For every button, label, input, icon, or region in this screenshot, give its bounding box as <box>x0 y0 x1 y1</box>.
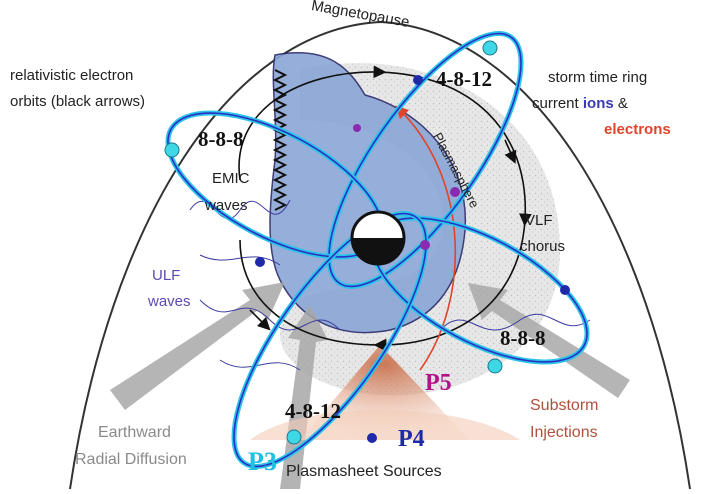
earthward-label-line2: Radial Diffusion <box>75 451 187 468</box>
storm-label-ions: ions <box>583 95 614 112</box>
probe-label-p3: P3 <box>248 447 277 476</box>
apogee-label-right: 8-8-8 <box>500 326 546 350</box>
magnetopause-label: Magnetopause <box>310 0 411 31</box>
ulf-label-line2: waves <box>147 293 191 310</box>
earth-icon <box>352 212 404 264</box>
storm-label-current: current <box>532 95 583 112</box>
earthward-label-line1: Earthward <box>98 424 171 441</box>
marker-cyan-right <box>488 359 502 373</box>
relativistic-label-line2: orbits (black arrows) <box>10 93 145 110</box>
marker-cyan-top <box>483 41 497 55</box>
marker-cyan-p3 <box>287 430 301 444</box>
emic-label-line2: waves <box>204 197 248 214</box>
storm-label-line1: storm time ring <box>548 69 647 86</box>
probe-label-p5: P5 <box>425 370 452 396</box>
ulf-label-line1: ULF <box>152 267 180 284</box>
vlf-label-line2: chorus <box>520 238 565 255</box>
marker-blue-2 <box>255 257 265 267</box>
marker-purple-2 <box>420 240 430 250</box>
storm-label-line2: current ions & <box>532 95 628 112</box>
marker-cyan-left <box>165 143 179 157</box>
marker-blue-4 <box>367 433 377 443</box>
relativistic-label-line1: relativistic electron <box>10 67 133 84</box>
marker-purple-3 <box>353 124 361 132</box>
storm-label-amp: & <box>614 95 628 112</box>
probe-label-p4: P4 <box>398 426 425 452</box>
marker-blue-1 <box>413 75 423 85</box>
apogee-label-bottom: 4-8-12 <box>285 399 341 423</box>
substorm-label-line2: Injections <box>530 424 598 441</box>
emic-label-line1: EMIC <box>212 170 250 187</box>
apogee-label-top-right: 4-8-12 <box>436 67 492 91</box>
substorm-label-line1: Substorm <box>530 397 598 414</box>
marker-blue-3 <box>560 285 570 295</box>
apogee-label-top-left: 8-8-8 <box>198 127 244 151</box>
vlf-label-line1: VLF <box>525 212 553 229</box>
storm-label-electrons: electrons <box>604 121 671 138</box>
plasmasheet-label: Plasmasheet Sources <box>286 463 442 480</box>
